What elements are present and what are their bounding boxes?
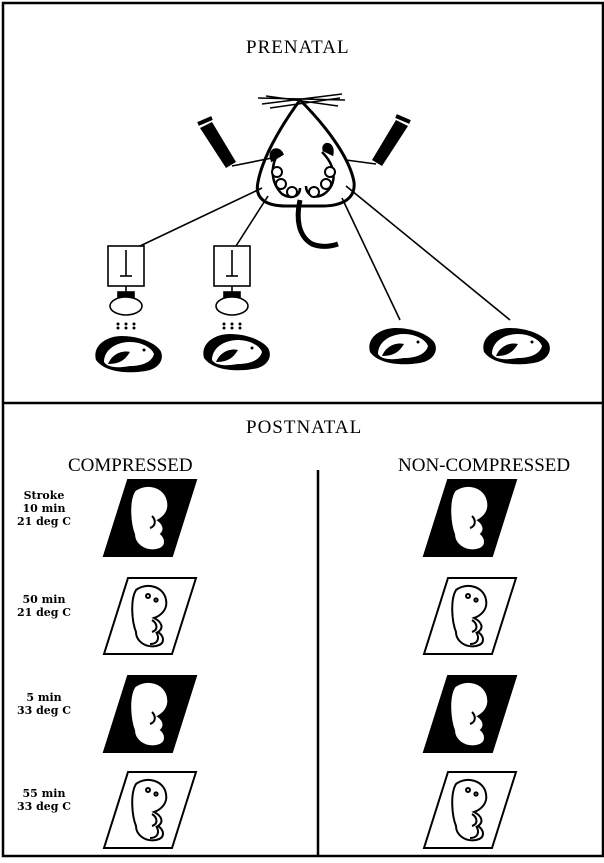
row-label-line: 21 deg C [16, 514, 72, 528]
compressed-panel-2 [102, 577, 198, 655]
uterus-illustration [255, 93, 356, 249]
row-label-line: 33 deg C [16, 800, 72, 813]
syringe-right [345, 114, 411, 166]
pup-control-1 [369, 328, 436, 365]
non-compressed-panel-3 [422, 675, 518, 753]
compressed-panel-3 [102, 675, 198, 753]
compression-device-2 [213, 245, 251, 330]
postnatal-title: POSTNATAL [246, 417, 363, 438]
non-compressed-panel-4 [422, 771, 518, 849]
pup-control-2 [483, 328, 550, 365]
column-title-compressed: COMPRESSED [68, 455, 193, 476]
column-title-non-compressed: NON-COMPRESSED [398, 455, 571, 476]
compressed-panel-1 [102, 479, 198, 557]
condition-panels [102, 479, 518, 849]
row-label-line: 10 min [22, 501, 66, 515]
row-label-line: 5 min [26, 691, 62, 704]
prenatal-title: PRENATAL [246, 37, 350, 58]
compression-device-1 [107, 245, 145, 330]
pup-compressed-2 [203, 334, 270, 371]
non-compressed-panel-2 [422, 577, 518, 655]
connector-lines [139, 185, 511, 321]
non-compressed-panel-1 [422, 479, 518, 557]
row-label-line: 21 deg C [16, 606, 72, 619]
compressed-panel-4 [102, 771, 198, 849]
row-label-line: 33 deg C [16, 704, 72, 717]
row-label-line: Stroke [23, 488, 65, 502]
row-label-line: 50 min [22, 593, 66, 606]
row-label-line: 55 min [22, 787, 66, 800]
pup-compressed-1 [95, 336, 162, 373]
syringe-left [197, 116, 273, 168]
